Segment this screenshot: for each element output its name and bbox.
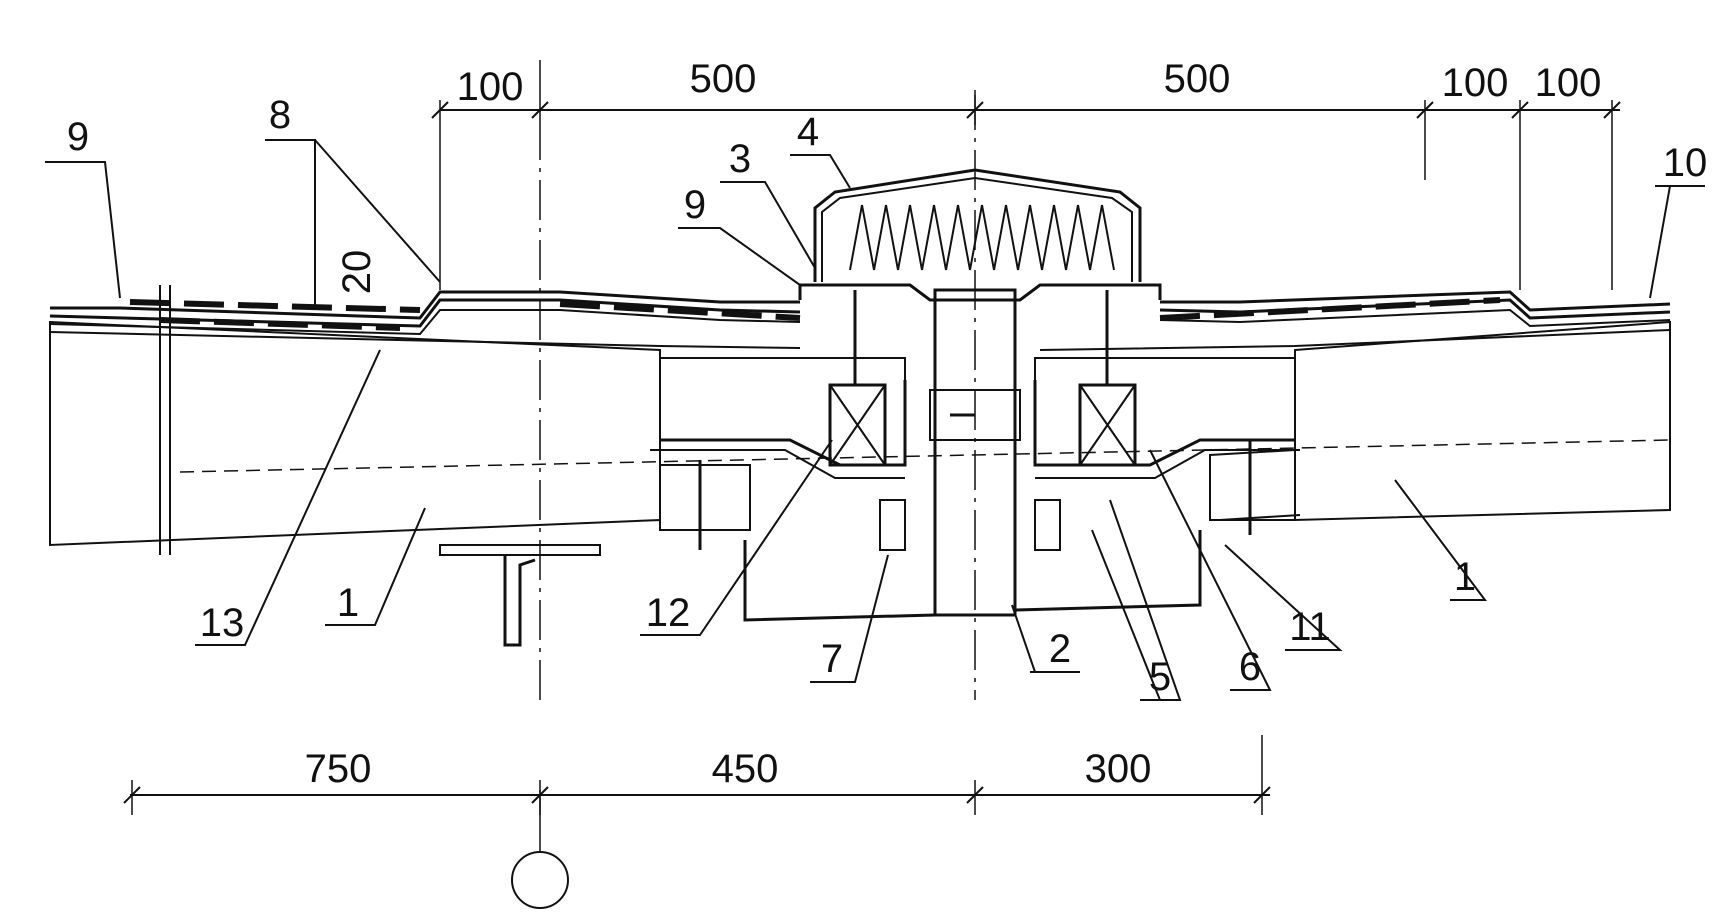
- insulation-left: [49, 320, 661, 547]
- dim-300: 300: [1085, 747, 1152, 791]
- callout-12: 12: [646, 591, 691, 635]
- callout-2: 2: [1049, 627, 1071, 671]
- dim-750: 750: [305, 747, 372, 791]
- callout-6: 6: [1239, 645, 1261, 689]
- dim-500-left: 500: [690, 57, 757, 101]
- bottom-dimension-chain: 750 450 300: [123, 735, 1271, 815]
- top-dimension-chain: 100 500 500 100 100: [431, 57, 1621, 290]
- insulation-right: [1209, 320, 1671, 522]
- callout-1-left: 1: [337, 581, 359, 625]
- insulation-block-left: [659, 464, 751, 531]
- dim-100-left: 100: [457, 65, 524, 109]
- callout-7: 7: [821, 637, 843, 681]
- dim-450: 450: [712, 747, 779, 791]
- callout-10: 10: [1663, 141, 1708, 185]
- drain-dome-grate: [813, 168, 1142, 282]
- dim-100-right-b: 100: [1535, 61, 1602, 105]
- axis-bubble: [511, 851, 569, 909]
- callout-9-mid: 9: [684, 183, 706, 227]
- callout-9-left: 9: [67, 115, 89, 159]
- dim-500-right: 500: [1164, 57, 1231, 101]
- callouts: 9 8 20 3 4 9 10 13 1 12 7 2 5: [45, 93, 1708, 701]
- callout-13: 13: [200, 601, 245, 645]
- callout-8: 8: [269, 93, 291, 137]
- callout-3: 3: [729, 137, 751, 181]
- insulation-inner-left: [659, 357, 906, 466]
- callout-5: 5: [1149, 655, 1171, 699]
- dim-100-right-a: 100: [1442, 61, 1509, 105]
- drain-outlet-pipe: [743, 288, 1202, 622]
- callout-1-right: 1: [1454, 555, 1476, 599]
- roofing-membrane-layers: [49, 290, 1671, 351]
- callout-4: 4: [797, 110, 819, 154]
- callout-11: 11: [1289, 605, 1331, 649]
- axis-lines: [179, 60, 1671, 909]
- heating-elements: [828, 290, 1137, 467]
- deck-underside: [159, 285, 1301, 647]
- insulation-inner-right: [1034, 357, 1296, 466]
- callout-20: 20: [335, 250, 379, 295]
